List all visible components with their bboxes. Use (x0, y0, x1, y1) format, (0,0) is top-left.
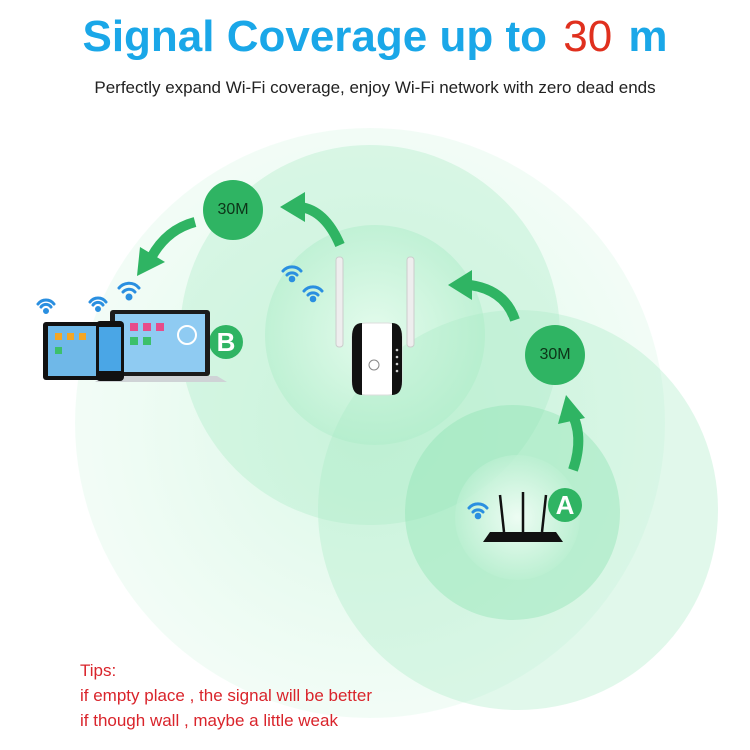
router-icon (483, 492, 563, 542)
repeater-icon (335, 256, 415, 396)
tips-line: if though wall , maybe a little weak (80, 711, 338, 730)
distance-badge: 30M (525, 325, 585, 385)
title-number: 30 (563, 12, 613, 61)
title-text: Signal Coverage up to (82, 12, 547, 61)
subtitle: Perfectly expand Wi-Fi coverage, enjoy W… (94, 78, 656, 97)
distance-badge: 30M (203, 180, 263, 240)
page-title: Signal Coverage up to 30 m (0, 12, 750, 62)
tips-section: Tips: if empty place , the signal will b… (80, 658, 372, 733)
title-unit: m (628, 12, 668, 61)
point-b-badge: B (209, 325, 243, 359)
point-a-badge: A (548, 488, 582, 522)
tips-heading: Tips: (80, 661, 117, 680)
client-devices-icon (43, 310, 227, 382)
tips-line: if empty place , the signal will be bett… (80, 686, 372, 705)
